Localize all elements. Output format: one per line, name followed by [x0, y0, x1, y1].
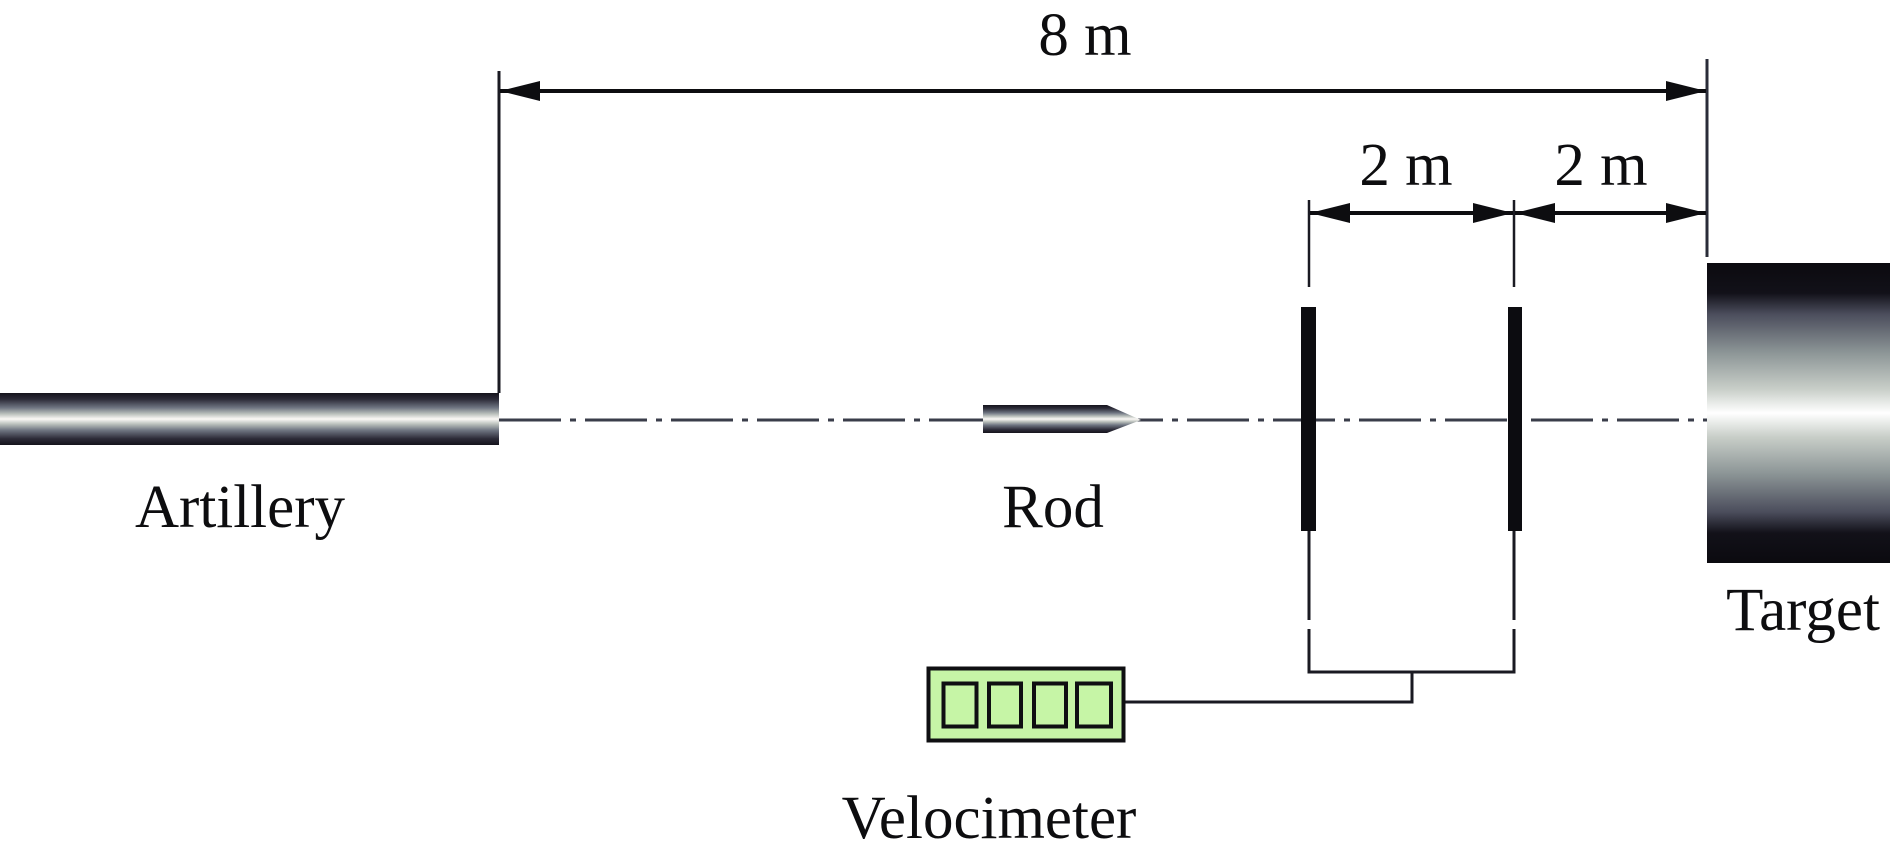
wire-to-velocimeter — [1125, 672, 1414, 704]
artillery-barrel — [0, 393, 499, 445]
dimension-label-screen-to-target: 2 m — [1554, 132, 1647, 199]
target-block — [1707, 263, 1890, 563]
velocity-screen-1 — [1301, 307, 1316, 531]
artillery-label: Artillery — [135, 474, 346, 541]
velocimeter-display-cell — [987, 681, 1023, 729]
target-label: Target — [1726, 577, 1880, 644]
velocimeter-display-cell — [1032, 681, 1068, 729]
velocimeter-display-cell — [1075, 681, 1113, 729]
signal-wiring — [1125, 531, 1516, 704]
rod-label: Rod — [1002, 474, 1104, 541]
velocimeter — [926, 666, 1126, 743]
velocimeter-label: Velocimeter — [842, 785, 1137, 852]
velocity-screen-2 — [1508, 307, 1522, 531]
dimension-label-screen-spacing: 2 m — [1359, 132, 1452, 199]
rod — [983, 405, 1141, 433]
dimension-label-total: 8 m — [1038, 2, 1131, 69]
artillery — [0, 393, 499, 445]
rod-projectile — [983, 405, 1141, 433]
velocimeter-display-cell — [941, 681, 979, 729]
